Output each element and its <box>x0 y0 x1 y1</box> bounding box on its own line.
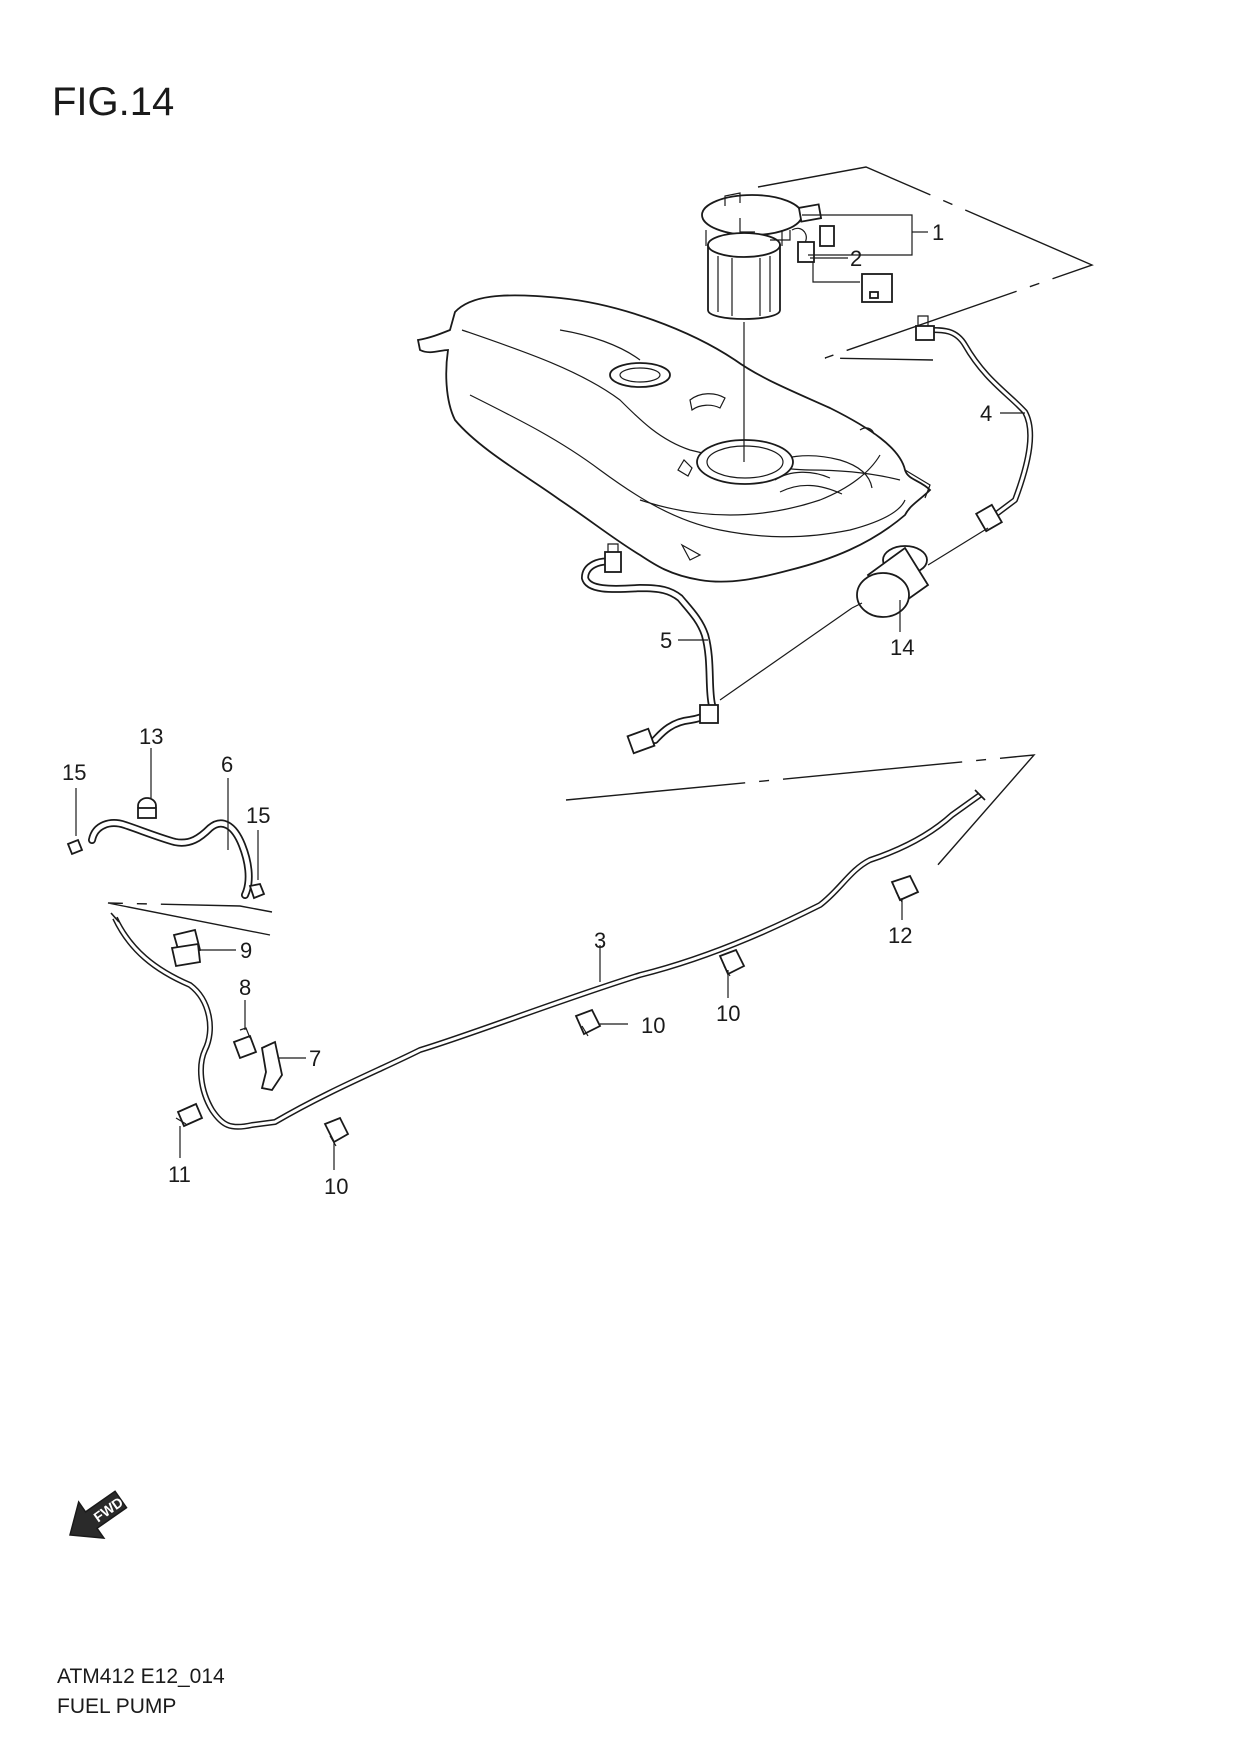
clamp-9 <box>170 928 202 968</box>
group-outline-filter <box>565 754 1036 868</box>
callout-10-right: 10 <box>716 1001 740 1026</box>
clamp-13 <box>137 797 157 819</box>
group-outline-pump <box>757 166 1094 361</box>
callout-7: 7 <box>309 1046 321 1071</box>
callout-10-middle: 10 <box>641 1013 665 1038</box>
clip-10c <box>718 948 746 977</box>
figure-code: ATM412 E12_014 <box>57 1665 225 1688</box>
leader-lines <box>75 214 1025 1170</box>
pump-harness <box>791 225 893 303</box>
clip-10b <box>574 1008 602 1037</box>
group-outline-front <box>107 902 273 936</box>
bracket-7 <box>260 1040 283 1092</box>
fuel-pipe-3 <box>110 789 986 1130</box>
clip-8 <box>232 1027 258 1060</box>
callout-6: 6 <box>221 752 233 777</box>
clip-15a <box>66 838 84 856</box>
figure-title: FIG.14 <box>52 80 174 124</box>
fwd-arrow-icon: FWD <box>69 1490 128 1540</box>
clip-11 <box>175 1102 204 1128</box>
callout-11: 11 <box>168 1162 191 1187</box>
fuel-filter <box>719 545 930 701</box>
callout-8: 8 <box>239 975 251 1000</box>
callout-15-right: 15 <box>246 803 270 828</box>
fuel-tube-5 <box>581 543 719 755</box>
callout-10-left: 10 <box>324 1174 348 1199</box>
callout-15-left: 15 <box>62 760 86 785</box>
fuel-pump-assembly <box>701 192 823 462</box>
clip-12 <box>890 874 920 903</box>
callout-1: 1 <box>932 220 944 245</box>
callout-12: 12 <box>888 923 912 948</box>
clip-10a <box>323 1116 350 1147</box>
fuel-tank <box>416 294 932 583</box>
callout-14: 14 <box>890 635 914 660</box>
hose-6 <box>88 819 253 899</box>
callout-9: 9 <box>240 938 252 963</box>
callout-3: 3 <box>594 928 606 953</box>
callout-13: 13 <box>139 724 163 749</box>
fuel-hose-4 <box>915 315 1034 566</box>
callout-2: 2 <box>850 246 862 271</box>
callout-5: 5 <box>660 628 672 653</box>
callout-4: 4 <box>980 401 992 426</box>
clip-15b <box>248 882 266 900</box>
figure-name: FUEL PUMP <box>57 1695 176 1718</box>
